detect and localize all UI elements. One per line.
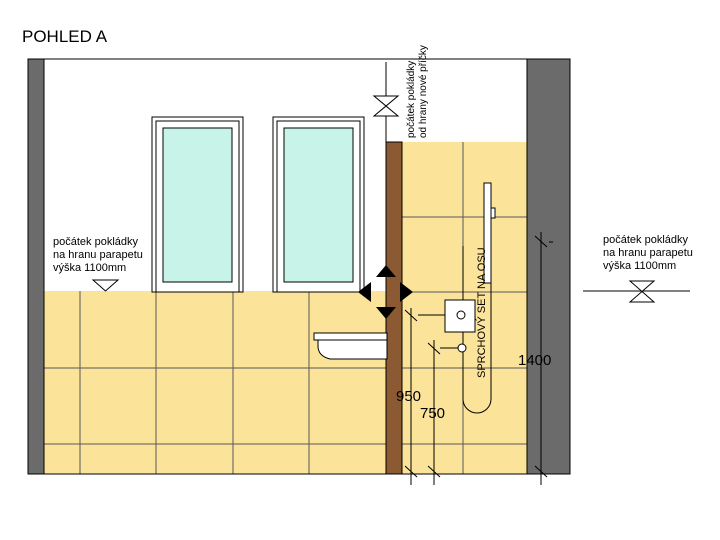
- left-tile-area: [44, 291, 386, 474]
- window-right: [272, 116, 365, 293]
- right-note-line1: počátek pokládky: [603, 234, 688, 246]
- tile-field-left: [44, 291, 386, 474]
- shower-label: SPRCHOVÝ SET NA OSU: [475, 247, 488, 378]
- window-left: [151, 116, 244, 293]
- outlet-valve-icon: [457, 343, 467, 353]
- window-glass-right: [283, 127, 354, 283]
- left-note-line2: na hranu parapetu: [53, 249, 143, 261]
- shower-set: [418, 182, 496, 414]
- dimension-1400: 1400: [518, 352, 551, 369]
- right-level-marker-icon: [583, 280, 690, 303]
- partition-start-marker-icon: [372, 62, 400, 142]
- right-wall: [526, 58, 571, 475]
- right-note-line3: výška 1100mm: [603, 260, 676, 272]
- partition-note: počátek pokládky od hrany nové příčky: [406, 45, 429, 138]
- view-title: POHLED A: [22, 27, 108, 46]
- left-note-line3: výška 1100mm: [53, 262, 126, 274]
- shower-rail-holder: [490, 207, 496, 219]
- right-note: počátek pokládky na hranu parapetu výška…: [583, 234, 693, 303]
- shower-tray-outline: [462, 246, 492, 414]
- window-glass-left: [162, 127, 233, 283]
- shower-mixer-box: [444, 299, 476, 333]
- washbasin: [313, 332, 388, 360]
- left-wall: [27, 58, 45, 475]
- mixer-valve-icon: [456, 310, 466, 320]
- left-note: počátek pokládky na hranu parapetu výška…: [53, 236, 143, 292]
- left-note-line1: počátek pokládky: [53, 236, 138, 248]
- dimension-950: 950: [396, 388, 421, 405]
- level-marker-icon: [91, 279, 120, 292]
- dimension-lines: [404, 232, 553, 485]
- direction-arrows-icon: [358, 265, 413, 319]
- drawing-frame: [27, 58, 571, 475]
- dimension-750: 750: [420, 405, 445, 422]
- right-note-line2: na hranu parapetu: [603, 247, 693, 259]
- shower-rail: [483, 182, 492, 284]
- partition-note-line2: od hrany nové příčky: [418, 45, 429, 138]
- tile-grout-left: [44, 291, 386, 474]
- partition-note-line1: počátek pokládky: [406, 61, 417, 138]
